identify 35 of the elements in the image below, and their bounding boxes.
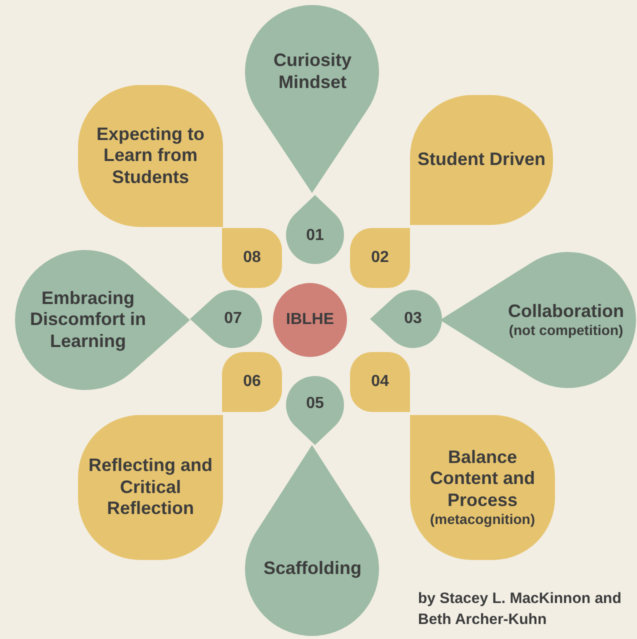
number-drop [285, 375, 345, 445]
petal-title: Expecting to Learn from Students [95, 124, 206, 188]
step-number: 08 [243, 248, 261, 268]
step-number: 03 [404, 309, 422, 329]
petal-title: Scaffolding [264, 558, 362, 580]
step-number: 06 [243, 372, 261, 392]
petal-title: Balance Content and Process [429, 446, 536, 512]
petal [78, 85, 223, 227]
petal [78, 415, 223, 560]
petal-subtitle: (metacognition) [430, 511, 535, 528]
number-drop [350, 352, 410, 412]
petal [410, 415, 555, 560]
author-credit: by Stacey L. MacKinnon and Beth Archer-Kuhn [418, 589, 622, 630]
step-number: 04 [371, 372, 389, 392]
number-drop [222, 228, 282, 288]
petal [410, 95, 553, 225]
petal-subtitle: (not competition) [508, 322, 624, 340]
petal-title: Curiosity Mindset [272, 50, 352, 94]
petal-title: Student Driven [417, 149, 546, 171]
step-number: 02 [371, 248, 389, 268]
center-circle [273, 283, 347, 357]
step-number: 01 [306, 226, 324, 246]
number-drop [190, 290, 262, 348]
number-drop [350, 228, 410, 288]
petal [440, 250, 637, 390]
step-number: 07 [224, 309, 242, 329]
number-drop [222, 352, 282, 412]
petal-title: Embracing Discomfort in Learning [28, 288, 147, 352]
step-number: 05 [306, 394, 324, 414]
center-label: IBLHE [286, 310, 334, 330]
petal [245, 445, 380, 639]
petal-title: Reflecting and Critical Reflection [87, 455, 214, 520]
petal-title: Collaboration [508, 300, 624, 322]
number-drop [370, 290, 442, 348]
number-drop [285, 195, 345, 265]
